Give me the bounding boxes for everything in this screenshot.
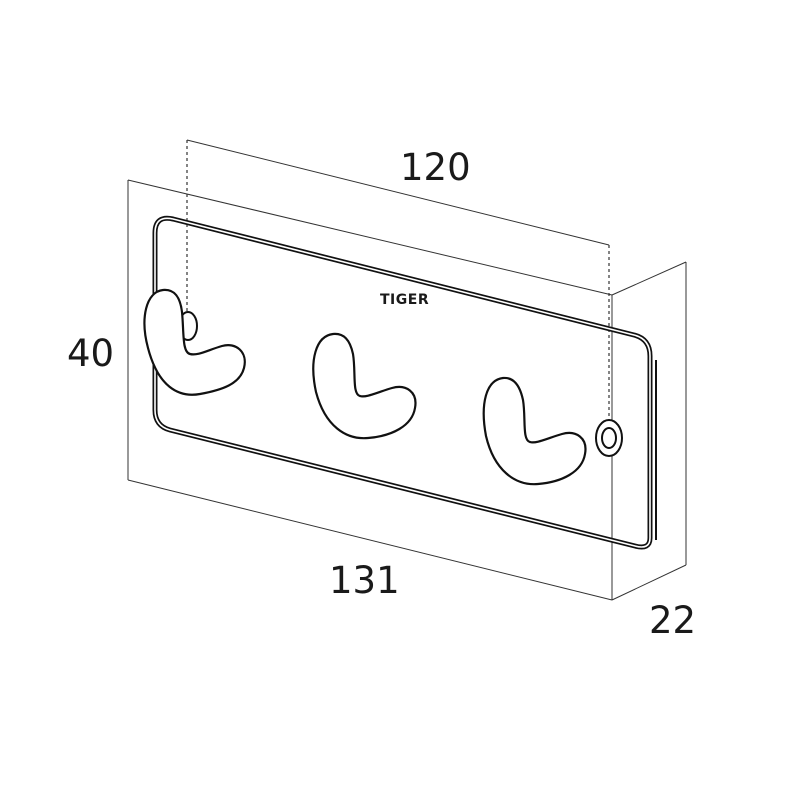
bbox-depth-top — [611, 261, 687, 296]
bbox-depth-bottom — [611, 564, 687, 601]
hook-right-body — [482, 376, 587, 486]
screw-right — [595, 419, 623, 457]
hole-spacing-dimension — [186, 139, 610, 440]
bounding-box — [127, 179, 687, 601]
plate-highlight — [154, 217, 651, 548]
dimension-hole-spacing-label: 120 — [400, 146, 471, 189]
hook-middle — [312, 332, 417, 440]
bbox-bottom-edge — [127, 479, 613, 601]
hook-left — [143, 288, 246, 396]
brand-logo-text: TIGER — [380, 292, 429, 308]
hook-middle-body — [312, 332, 417, 440]
mounting-plate — [152, 215, 657, 550]
screw-right-inner — [601, 427, 617, 449]
hook-right — [482, 376, 587, 486]
dimension-depth-label: 22 — [649, 599, 696, 642]
hook-left-body — [143, 288, 246, 396]
dimension-height-label: 40 — [67, 332, 114, 375]
bbox-top-edge — [127, 179, 613, 296]
hole-spacing-line — [186, 139, 610, 246]
dimension-width-label: 131 — [329, 559, 400, 602]
